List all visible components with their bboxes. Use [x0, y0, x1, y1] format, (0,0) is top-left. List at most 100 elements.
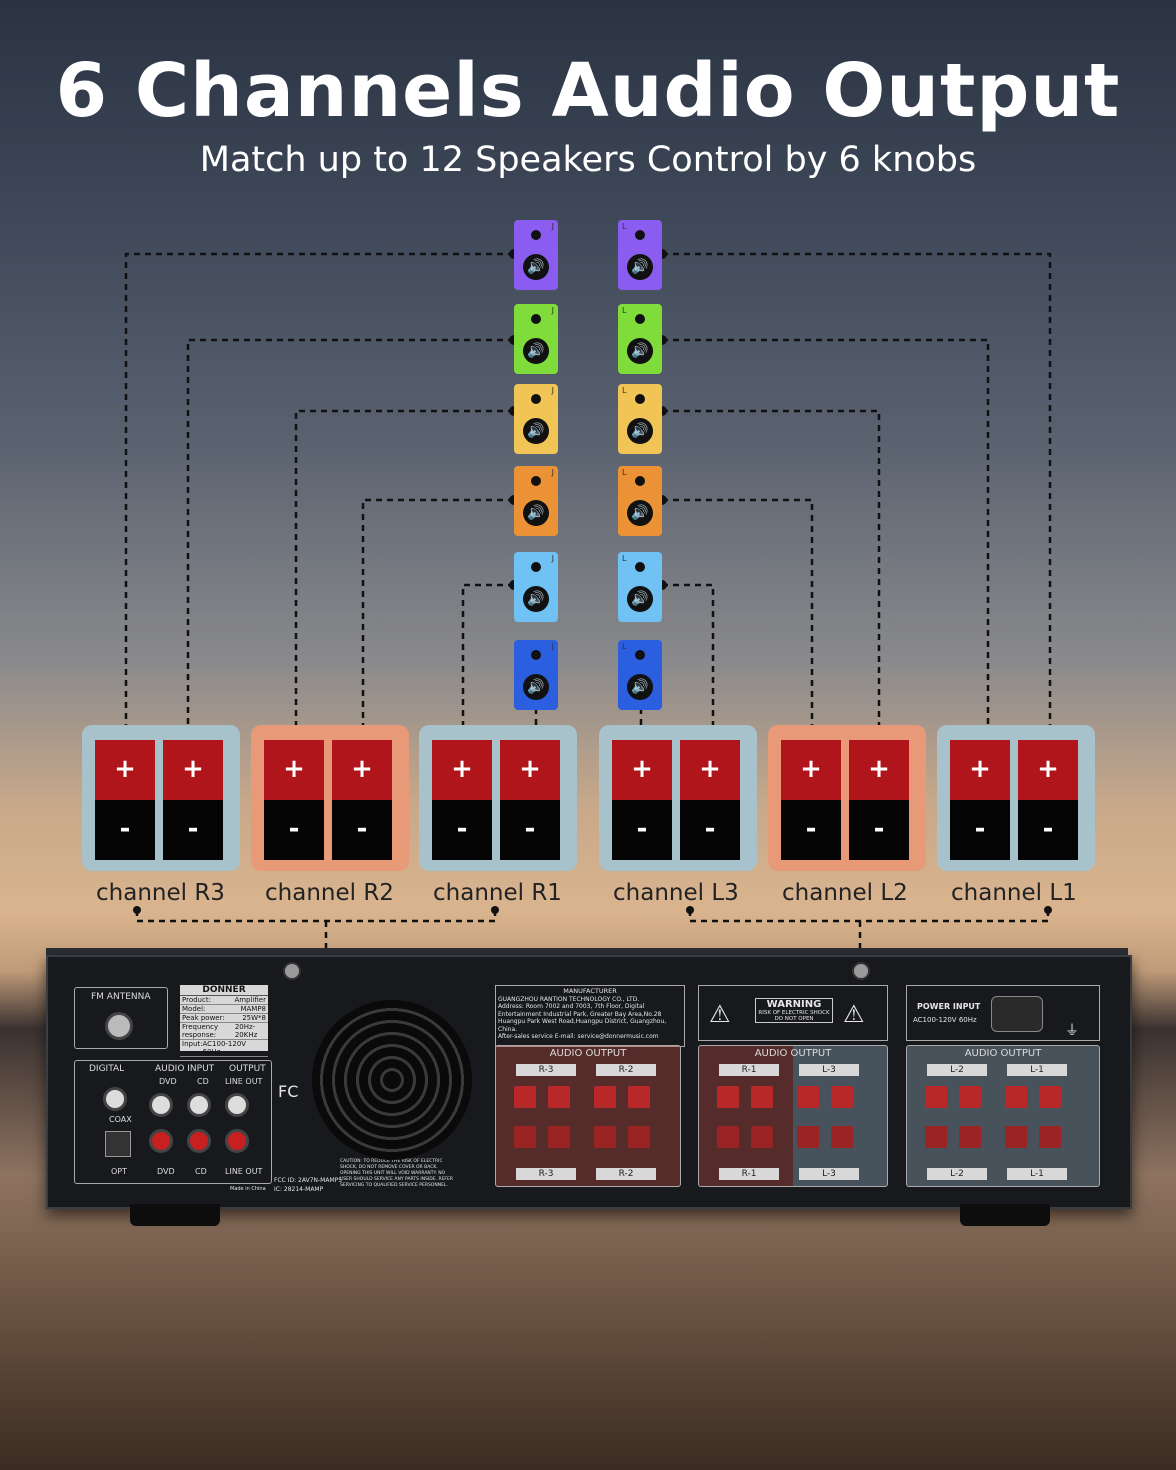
speaker-binding-post[interactable] — [959, 1126, 981, 1148]
channel-label: channel R3 — [96, 880, 225, 906]
speaker-binding-post[interactable] — [1005, 1126, 1027, 1148]
coax-jack[interactable] — [103, 1087, 127, 1111]
speaker-binding-post[interactable] — [717, 1126, 739, 1148]
spec-value: Amplifier — [234, 996, 266, 1004]
tweeter-icon — [635, 562, 645, 572]
warning-text: RISK OF ELECTRIC SHOCK DO NOT OPEN — [758, 1010, 830, 1022]
tweeter-icon — [531, 476, 541, 486]
tweeter-icon — [635, 230, 645, 240]
cd-left-jack[interactable] — [187, 1093, 211, 1117]
dvd-right-jack[interactable] — [149, 1129, 173, 1153]
speaker-binding-post[interactable] — [628, 1086, 650, 1108]
speaker-side-tag: J — [551, 306, 554, 315]
speaker-side-tag: J — [551, 468, 554, 477]
output-channel-tag: R-1 — [719, 1168, 779, 1180]
speaker-binding-post[interactable] — [717, 1086, 739, 1108]
speaker-binding-post[interactable] — [797, 1126, 819, 1148]
manufacturer-title: MANUFACTURER — [563, 987, 617, 995]
positive-terminal[interactable]: + — [849, 740, 909, 800]
speaker-side-tag: L — [622, 386, 627, 395]
speaker-binding-post[interactable] — [1039, 1086, 1061, 1108]
speaker-binding-post[interactable] — [1005, 1086, 1027, 1108]
speaker-binding-post[interactable] — [831, 1126, 853, 1148]
output-channel-tag: L-3 — [799, 1064, 859, 1076]
speaker-binding-post[interactable] — [751, 1126, 773, 1148]
speaker-icon: 🔊 — [627, 500, 653, 526]
positive-terminal[interactable]: + — [500, 740, 560, 800]
negative-terminal[interactable]: - — [1018, 800, 1078, 860]
speaker-binding-post[interactable] — [514, 1126, 536, 1148]
warning-triangle-icon: ⚠ — [709, 1000, 731, 1028]
speaker-binding-post[interactable] — [548, 1126, 570, 1148]
negative-terminal[interactable]: - — [500, 800, 560, 860]
speaker-left-1: L🔊 — [618, 220, 662, 290]
spec-value: AC100-120V 60Hz — [202, 1040, 247, 1056]
speaker-binding-post[interactable] — [751, 1086, 773, 1108]
negative-terminal[interactable]: - — [781, 800, 841, 860]
fcc-logo: FC — [278, 1082, 299, 1101]
negative-terminal[interactable]: - — [680, 800, 740, 860]
speaker-binding-post[interactable] — [925, 1126, 947, 1148]
negative-terminal[interactable]: - — [849, 800, 909, 860]
negative-terminal[interactable]: - — [163, 800, 223, 860]
speaker-binding-post[interactable] — [1039, 1126, 1061, 1148]
fm-antenna-label: FM ANTENNA — [91, 992, 151, 1002]
dvd-left-jack[interactable] — [149, 1093, 173, 1117]
positive-terminal[interactable]: + — [1018, 740, 1078, 800]
warning-triangle-icon-2: ⚠ — [843, 1000, 865, 1028]
speaker-side-tag: L — [622, 554, 627, 563]
speaker-binding-post[interactable] — [797, 1086, 819, 1108]
cd-label-top: CD — [197, 1077, 209, 1086]
positive-terminal[interactable]: + — [950, 740, 1010, 800]
positive-terminal[interactable]: + — [163, 740, 223, 800]
positive-terminal[interactable]: + — [332, 740, 392, 800]
positive-terminal[interactable]: + — [95, 740, 155, 800]
speaker-side-tag: L — [622, 306, 627, 315]
speaker-right-4: J🔊 — [514, 466, 558, 536]
warning-box: WARNING RISK OF ELECTRIC SHOCK DO NOT OP… — [755, 998, 833, 1023]
power-input-label: POWER INPUT — [917, 1002, 981, 1011]
speaker-binding-post[interactable] — [831, 1086, 853, 1108]
speaker-left-2: L🔊 — [618, 304, 662, 374]
speaker-binding-post[interactable] — [925, 1086, 947, 1108]
tweeter-icon — [635, 394, 645, 404]
optical-port[interactable] — [105, 1131, 131, 1157]
output-channel-tag: R-3 — [516, 1064, 576, 1076]
fm-antenna-jack[interactable] — [105, 1012, 133, 1040]
line-out-left-jack[interactable] — [225, 1093, 249, 1117]
ic-number: IC: 28214-MAMP — [274, 1186, 324, 1193]
negative-terminal[interactable]: - — [612, 800, 672, 860]
speaker-side-tag: J — [551, 554, 554, 563]
speaker-binding-post[interactable] — [594, 1126, 616, 1148]
speaker-binding-post[interactable] — [594, 1086, 616, 1108]
screw-icon — [852, 962, 870, 980]
manufacturer-address: Address: Room 7002 and 7003, 7th Floor, … — [498, 1003, 667, 1033]
speaker-binding-post[interactable] — [514, 1086, 536, 1108]
negative-terminal[interactable]: - — [264, 800, 324, 860]
power-socket[interactable] — [991, 996, 1043, 1032]
speaker-right-3: J🔊 — [514, 384, 558, 454]
line-out-right-jack[interactable] — [225, 1129, 249, 1153]
output-channel-tag: L-2 — [927, 1168, 987, 1180]
positive-terminal[interactable]: + — [264, 740, 324, 800]
negative-terminal[interactable]: - — [432, 800, 492, 860]
positive-terminal[interactable]: + — [781, 740, 841, 800]
dvd-label-top: DVD — [159, 1077, 177, 1086]
positive-terminal[interactable]: + — [612, 740, 672, 800]
amplifier-foot — [960, 1204, 1050, 1226]
speaker-binding-post[interactable] — [959, 1086, 981, 1108]
tweeter-icon — [635, 314, 645, 324]
amplifier-top-edge — [46, 948, 1128, 958]
speaker-binding-post[interactable] — [628, 1126, 650, 1148]
positive-terminal[interactable]: + — [680, 740, 740, 800]
negative-terminal[interactable]: - — [332, 800, 392, 860]
positive-terminal[interactable]: + — [432, 740, 492, 800]
manufacturer-label: MANUFACTURER GUANGZHOU RANTION TECHNOLOG… — [495, 985, 685, 1047]
negative-terminal[interactable]: - — [950, 800, 1010, 860]
cd-right-jack[interactable] — [187, 1129, 211, 1153]
negative-terminal[interactable]: - — [95, 800, 155, 860]
speaker-binding-post[interactable] — [548, 1086, 570, 1108]
output-channel-tag: L-3 — [799, 1168, 859, 1180]
